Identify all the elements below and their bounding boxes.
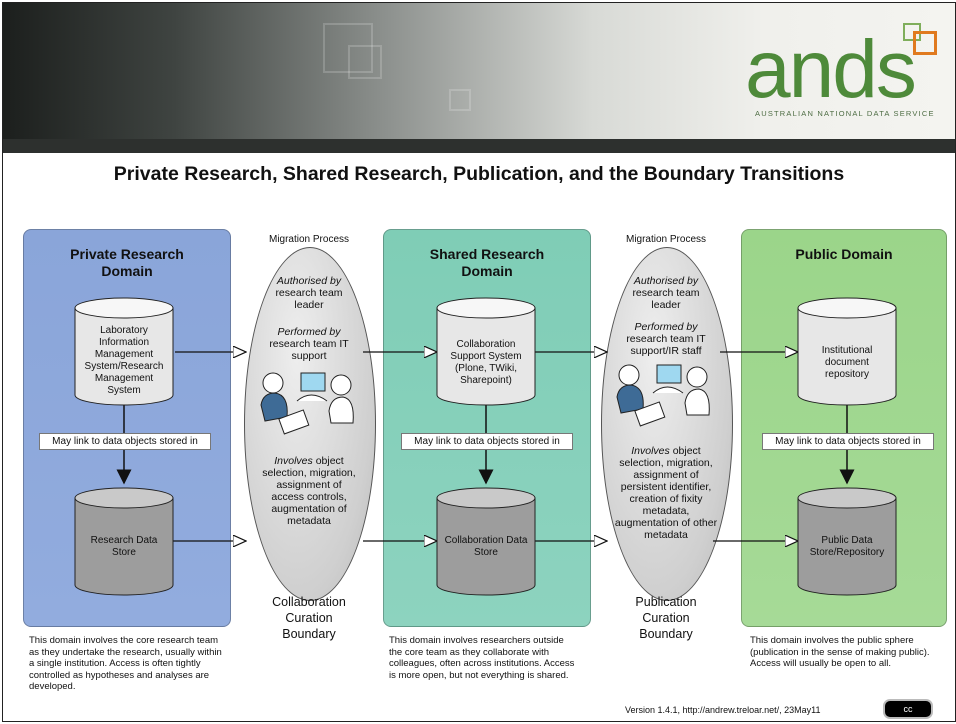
domain-description: This domain involves the core research t…	[29, 635, 222, 692]
store-label: Research Data Store	[90, 535, 158, 558]
system-label: Institutional document repository	[821, 345, 873, 380]
performed-block: Performed by research team IT support/IR…	[607, 321, 725, 357]
decorative-square	[323, 23, 373, 73]
people-illustration	[616, 364, 710, 427]
involves-heading: Involves	[631, 445, 670, 457]
authorised-text: research team leader	[275, 287, 343, 311]
creative-commons-badge: cc	[883, 699, 933, 719]
performed-heading: Performed by	[277, 326, 341, 338]
domain-title: Public Domain	[795, 246, 893, 262]
link-label: May link to data objects stored in	[762, 433, 934, 450]
domain-description: This domain involves the public sphere (…	[750, 635, 930, 669]
shared-research-domain: Shared Research Domain	[383, 229, 591, 627]
cylinder-dark	[436, 487, 536, 596]
migration-process-label: Migration Process	[268, 234, 350, 245]
header-banner: ands AUSTRALIAN NATIONAL DATA SERVICE	[3, 3, 955, 153]
migration-ellipse	[601, 247, 733, 601]
involves-text: object selection, migration, assignment …	[614, 445, 718, 541]
involves-heading: Involves	[274, 455, 313, 467]
cylinder-light	[436, 297, 536, 406]
decorative-square	[348, 45, 382, 79]
authorised-text: research team leader	[632, 287, 700, 311]
decorative-square	[449, 89, 471, 111]
authorised-heading: Authorised by	[276, 275, 342, 287]
involves-block: Involves object selection, migration, as…	[603, 445, 729, 541]
store-label: Public Data Store/Repository	[809, 535, 885, 558]
authorised-block: Authorised by research team leader	[607, 275, 725, 311]
logo-subtitle: AUSTRALIAN NATIONAL DATA SERVICE	[755, 109, 935, 118]
authorised-heading: Authorised by	[633, 275, 699, 287]
store-label: Collaboration Data Store	[444, 535, 528, 558]
performed-text: research team IT support	[269, 338, 349, 362]
system-label: Laboratory Information Management System…	[84, 325, 164, 396]
domain-title: Shared Research Domain	[429, 246, 545, 279]
version-footer: Version 1.4.1, http://andrew.treloar.net…	[625, 705, 821, 715]
link-label: May link to data objects stored in	[39, 433, 211, 450]
performed-block: Performed by research team IT support	[250, 326, 368, 362]
connector-overlay	[74, 297, 897, 596]
domain-title: Private Research Domain	[70, 246, 184, 279]
migration-process-label: Migration Process	[625, 234, 707, 245]
performed-heading: Performed by	[634, 321, 698, 333]
logo-square-orange	[913, 31, 937, 55]
people-illustration	[260, 372, 354, 435]
cylinder-light	[74, 297, 174, 406]
domain-description: This domain involves researchers outside…	[389, 635, 575, 681]
authorised-block: Authorised by research team leader	[250, 275, 368, 311]
boundary-label: Publication Curation Boundary	[635, 595, 697, 641]
migration-ellipse	[244, 247, 376, 601]
system-label: Collaboration Support System (Plone, TWi…	[450, 339, 522, 386]
header-band	[3, 139, 955, 153]
link-label: May link to data objects stored in	[401, 433, 573, 450]
involves-block: Involves object selection, migration, as…	[250, 455, 368, 527]
diagram-title: Private Research, Shared Research, Publi…	[113, 163, 845, 185]
boundary-label: Collaboration Curation Boundary	[272, 595, 346, 641]
ands-logo: ands	[745, 24, 917, 115]
involves-text: object selection, migration, assignment …	[262, 455, 356, 527]
performed-text: research team IT support/IR staff	[626, 333, 706, 357]
cylinder-dark	[74, 487, 174, 596]
cylinder-dark	[797, 487, 897, 596]
cylinder-light	[797, 297, 897, 406]
